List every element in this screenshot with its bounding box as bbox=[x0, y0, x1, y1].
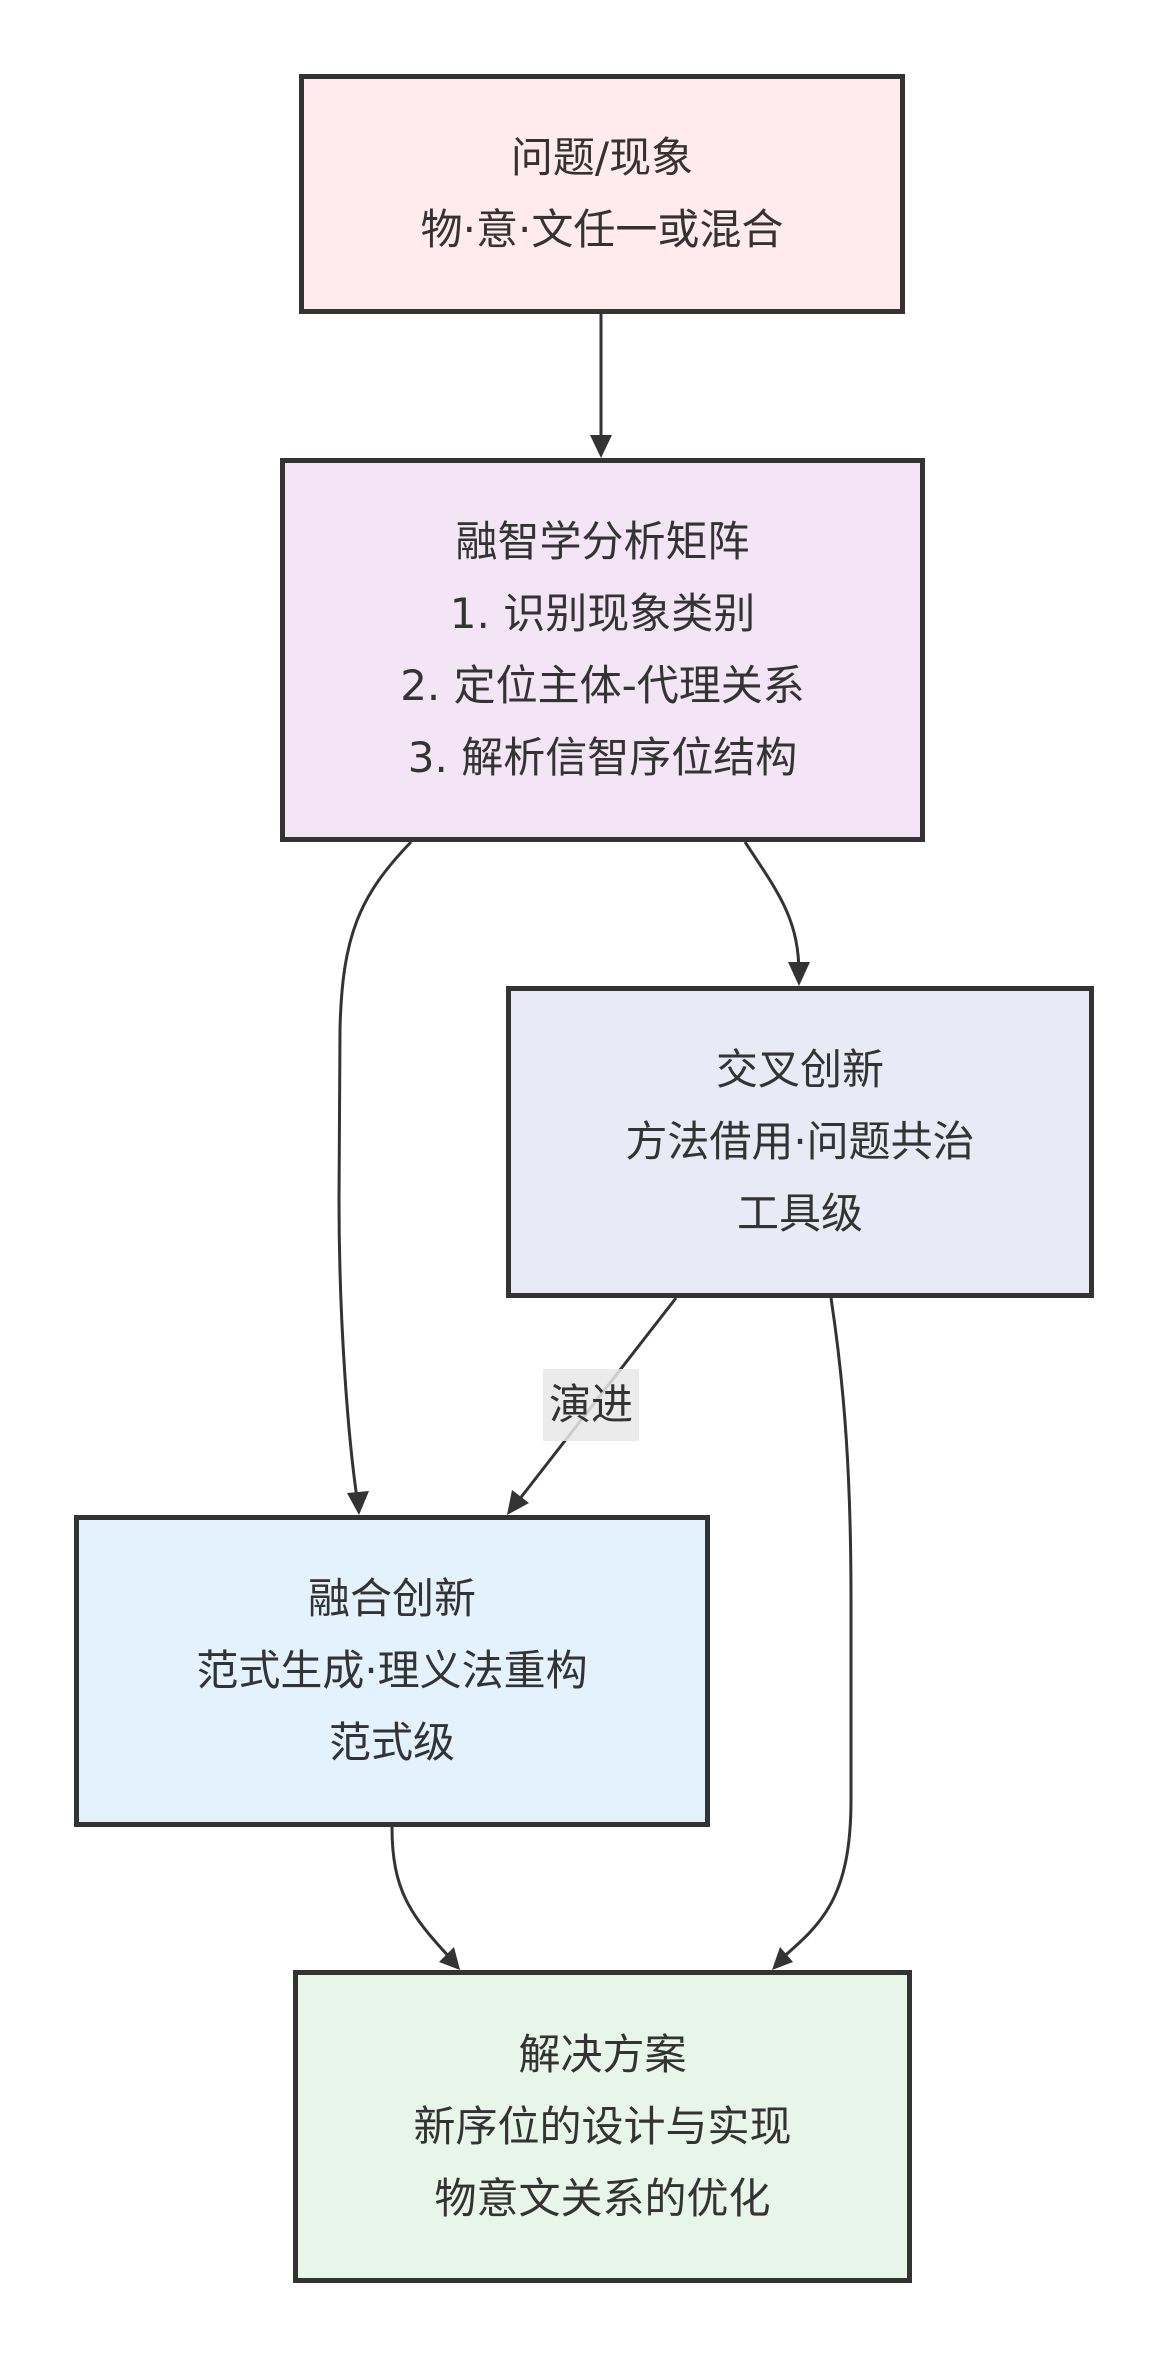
arrowhead-n4-n5 bbox=[439, 1947, 460, 1970]
node-line: 范式级 bbox=[328, 1718, 455, 1767]
node-line: 物意文关系的优化 bbox=[434, 2173, 771, 2223]
node-cross-innovation[interactable]: 交叉创新 方法借用·问题共治 工具级 bbox=[506, 986, 1094, 1298]
arrowhead-n3-n5 bbox=[772, 1947, 793, 1970]
node-line: 1. 识别现象类别 bbox=[449, 589, 756, 638]
node-fusion-innovation[interactable]: 融合创新 范式生成·理义法重构 范式级 bbox=[74, 1515, 710, 1827]
node-line: 融合创新 bbox=[307, 1574, 476, 1623]
node-line: 范式生成·理义法重构 bbox=[196, 1646, 588, 1695]
edge-n2-n3 bbox=[743, 841, 801, 976]
node-line: 2. 定位主体-代理关系 bbox=[400, 661, 805, 710]
arrowhead-n1-n2 bbox=[590, 435, 612, 458]
node-line: 物·意·文任一或混合 bbox=[420, 205, 784, 254]
node-solution[interactable]: 解决方案 新序位的设计与实现 物意文关系的优化 bbox=[293, 1970, 912, 2283]
edge-n2-n4 bbox=[337, 840, 413, 1506]
node-analysis-matrix[interactable]: 融智学分析矩阵 1. 识别现象类别 2. 定位主体-代理关系 3. 解析信智序位… bbox=[280, 458, 925, 842]
node-line: 问题/现象 bbox=[510, 133, 694, 182]
node-line: 3. 解析信智序位结构 bbox=[407, 733, 798, 782]
node-line: 工具级 bbox=[736, 1189, 863, 1238]
arrowhead-n3-n4 bbox=[507, 1490, 529, 1515]
edge-n4-n5 bbox=[390, 1826, 454, 1962]
node-line: 新序位的设计与实现 bbox=[413, 2101, 792, 2151]
edge-label-evolution: 演进 bbox=[543, 1369, 639, 1441]
arrowhead-n2-n3 bbox=[788, 962, 810, 986]
edge-n3-n5 bbox=[779, 1297, 853, 1962]
arrowhead-n2-n4 bbox=[347, 1491, 369, 1515]
node-problem-phenomenon[interactable]: 问题/现象 物·意·文任一或混合 bbox=[299, 74, 905, 314]
node-line: 方法借用·问题共治 bbox=[625, 1117, 975, 1166]
node-line: 融智学分析矩阵 bbox=[455, 517, 750, 566]
node-line: 交叉创新 bbox=[715, 1045, 884, 1094]
node-line: 解决方案 bbox=[518, 2029, 687, 2079]
